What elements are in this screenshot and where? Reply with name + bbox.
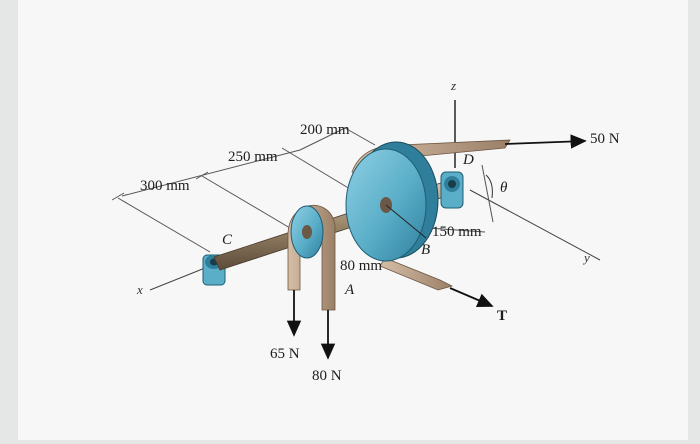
point-a-label: A (345, 282, 355, 298)
bearing-d (440, 171, 464, 209)
dim-300mm: 300 mm (140, 178, 190, 194)
tension-t-label: T (497, 308, 508, 324)
force-80n-label: 80 N (312, 368, 342, 384)
tension-t-arrow (449, 287, 494, 307)
y-axis-line (469, 189, 601, 261)
pulley-a (287, 204, 336, 311)
force-arrows (286, 134, 587, 360)
point-c-label: C (222, 232, 233, 248)
dim-250mm: 250 mm (228, 149, 278, 165)
point-b-label: B (421, 242, 431, 258)
theta-label: θ (500, 180, 508, 196)
theta-arc (485, 174, 493, 199)
z-axis-label: z (451, 78, 457, 93)
dim-150mm: 150 mm (432, 224, 482, 240)
force-50n-arrow (504, 134, 587, 149)
force-65n-label: 65 N (270, 346, 300, 362)
force-50n-label: 50 N (590, 131, 620, 147)
dim-80mm: 80 mm (340, 258, 383, 274)
x-axis-label: x (137, 282, 143, 297)
belt-bottom (379, 257, 454, 291)
pulley-b (345, 139, 511, 291)
y-axis-label: y (584, 250, 590, 265)
dimension-lines (111, 127, 494, 253)
point-d-label: D (463, 152, 474, 168)
dim-200mm: 200 mm (300, 122, 350, 138)
